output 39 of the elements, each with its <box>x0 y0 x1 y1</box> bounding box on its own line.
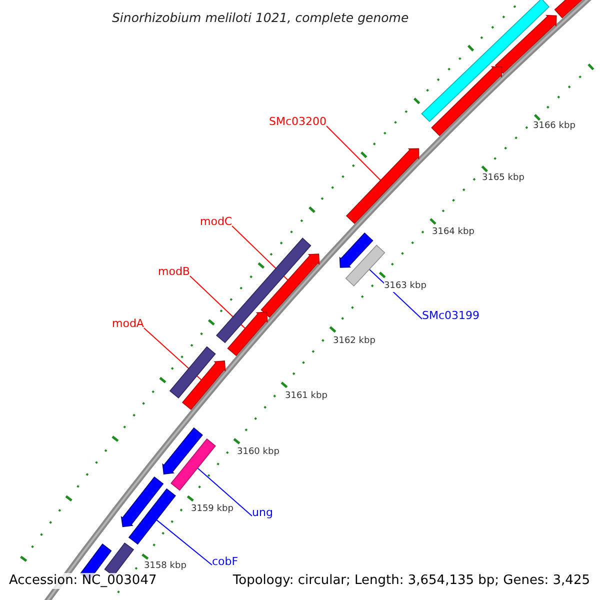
scale-label: 3166 kbp <box>533 121 576 132</box>
scale-label: 3164 kbp <box>432 227 474 238</box>
gene-bar <box>431 66 502 136</box>
gene-label: SMc03199 <box>422 309 480 322</box>
gene-bar <box>170 438 216 491</box>
gene-bar <box>346 148 420 224</box>
footer-text: Topology: circular; Length: 3,654,135 bp; Genes: 3,425 <box>232 573 591 590</box>
leader-line <box>156 519 212 566</box>
gene-bar <box>162 427 203 474</box>
scale-label: 3160 kbp <box>237 447 280 458</box>
gene-label: SMc03200 <box>269 115 327 128</box>
leader-line <box>326 126 381 181</box>
leader-line <box>143 328 202 380</box>
scale-label: 3158 kbp <box>144 561 186 572</box>
scale-label: 3159 kbp <box>191 504 234 516</box>
gene-label: modC <box>200 215 232 228</box>
leader-line <box>368 268 422 320</box>
gene-bar <box>260 254 320 318</box>
gene-bar <box>494 14 557 74</box>
scale-label: 3161 kbp <box>285 391 328 402</box>
scale-label: 3163 kbp <box>384 281 426 292</box>
gene-bar <box>182 360 226 410</box>
gene-bar <box>169 346 216 398</box>
gene-bar <box>216 238 312 344</box>
title: Sinorhizobium meliloti 1021, complete genome <box>112 9 409 27</box>
gene-bar <box>128 488 176 545</box>
gene-bar <box>339 232 374 268</box>
gene-label: ung <box>252 506 273 519</box>
gene-bar <box>120 476 164 528</box>
scale-label: 3162 kbp <box>333 336 376 348</box>
gene-label: modA <box>112 317 144 330</box>
gene-label: cobF <box>212 555 238 568</box>
leader-line <box>197 467 252 516</box>
gene-bar <box>345 244 386 286</box>
gene-bar <box>421 0 550 122</box>
footer-text: Accession: NC_003047 <box>8 573 158 590</box>
gene-label: modB <box>158 265 190 278</box>
gene-bar <box>227 312 268 356</box>
scale-label: 3165 kbp <box>482 173 524 184</box>
